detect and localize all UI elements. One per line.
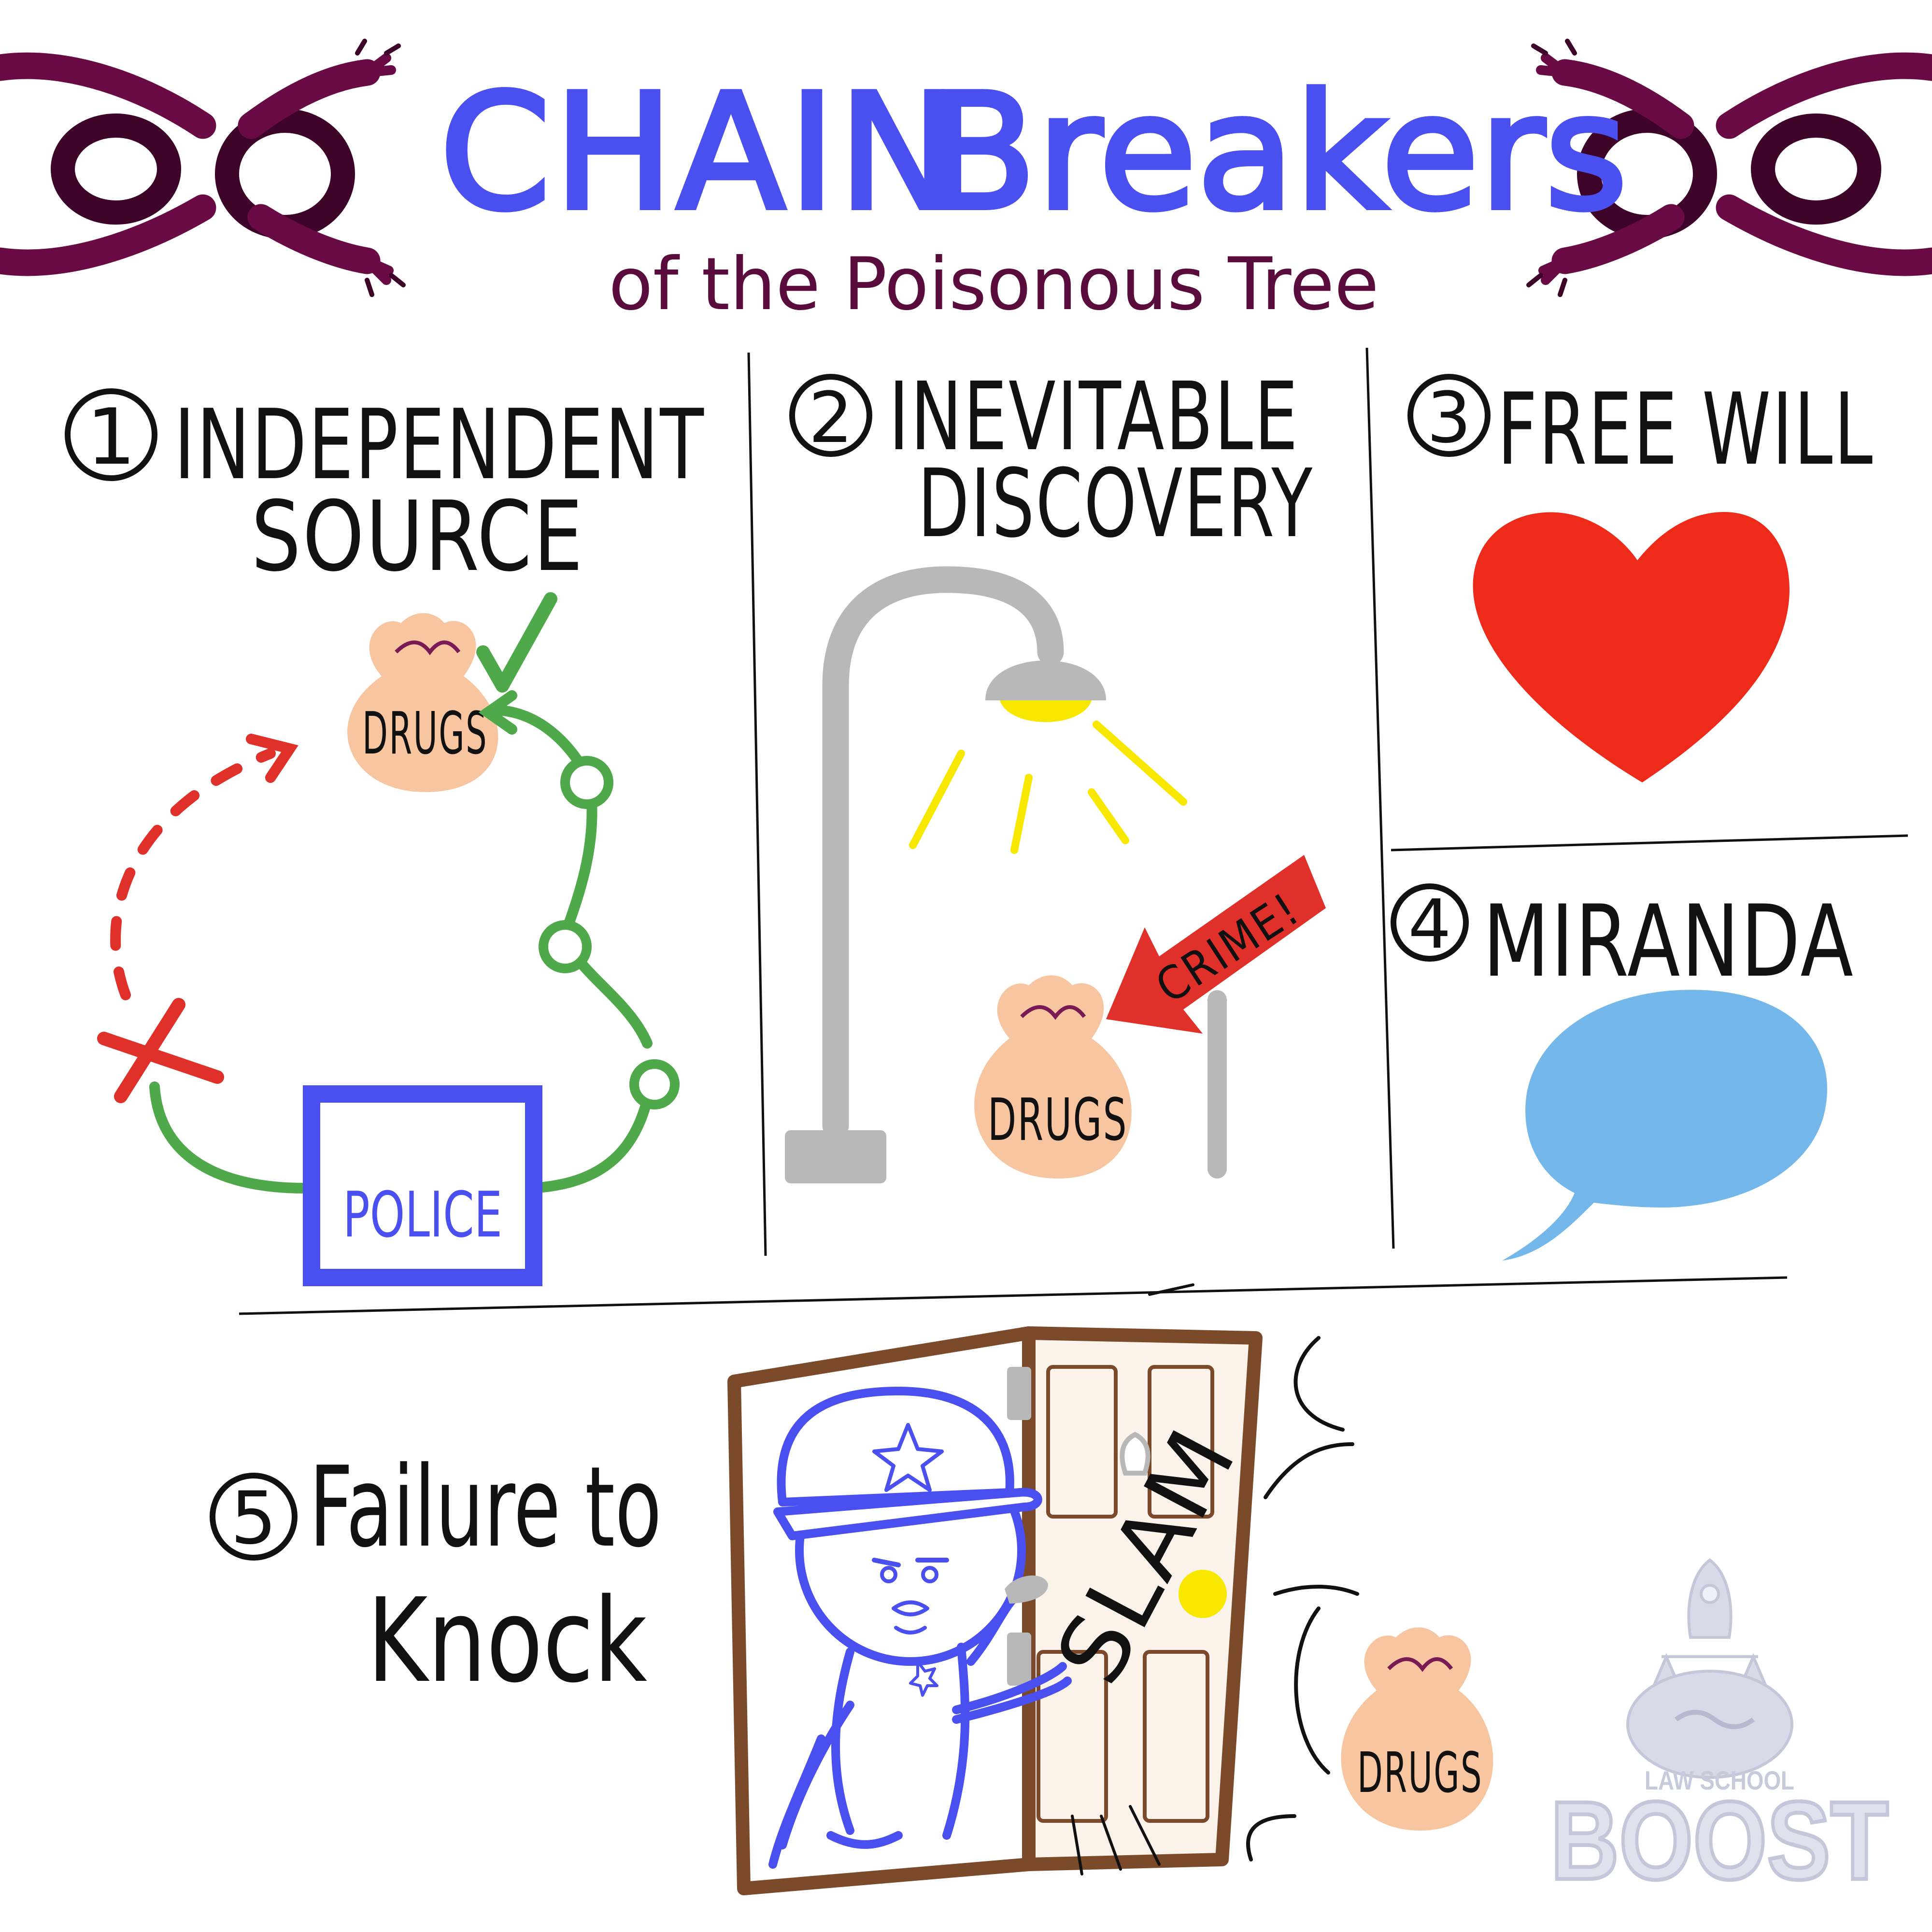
section-title-line2: SOURCE: [251, 481, 584, 593]
section-title: INEVITABLE: [889, 362, 1299, 471]
title-breakers: Breakers: [927, 60, 1628, 245]
section-free-will: 3 FREE WILL: [1407, 372, 1874, 782]
drug-bag-label: DRUGS: [362, 700, 488, 767]
section-number-circle: [65, 388, 157, 481]
section-number: 5: [230, 1477, 276, 1561]
broken-chain-icon: [1526, 39, 1932, 297]
section-failure-to-knock: 5 Failure to Knock: [210, 1283, 1493, 1895]
section-title: Failure to: [309, 1443, 662, 1572]
speech-bubble-icon: [1502, 990, 1827, 1261]
panel-dividers: [239, 347, 1908, 1315]
header: CHAIN Breakers of the Poisonous Tree: [0, 39, 1932, 327]
logo-line2: BOOST: [1550, 1778, 1889, 1903]
crime-sign-icon: CRIME!: [1106, 855, 1326, 1179]
red-dotted-arrow: [110, 734, 298, 1000]
drug-bag-icon: DRUGS: [1341, 1627, 1493, 1831]
section-title-line2: DISCOVERY: [918, 449, 1314, 558]
broken-chain-icon: [0, 39, 406, 297]
section-number: 2: [809, 377, 853, 459]
section-title: MIRANDA: [1483, 884, 1855, 999]
drug-bag-icon: DRUGS: [347, 613, 498, 792]
police-officer-icon: [768, 1387, 1072, 1869]
drug-bag-label: DRUGS: [1357, 1741, 1483, 1805]
section-independent-source: 1 INDEPENDENT SOURCE DRUGS: [65, 388, 705, 1286]
drug-bag-icon: DRUGS: [974, 975, 1132, 1179]
rocket-scale-brain-icon: [1626, 1558, 1793, 1779]
drug-bag-label: DRUGS: [988, 1087, 1128, 1154]
law-school-boost-logo: LAW SCHOOL BOOST: [1548, 1558, 1890, 1904]
section-miranda: 4 MIRANDA: [1391, 883, 1855, 1261]
checkmark-icon: [476, 592, 557, 693]
section-title: FREE WILL: [1497, 372, 1874, 487]
green-chain-node: [539, 756, 680, 1109]
section-title-line2: Knock: [367, 1573, 647, 1708]
motion-lines: [1071, 1283, 1359, 1875]
heart-icon: [1473, 512, 1790, 782]
logo-line1: LAW SCHOOL: [1645, 1765, 1794, 1795]
section-number-circle: [789, 374, 872, 457]
section-number: 4: [1408, 885, 1451, 964]
street-lamp-icon: [785, 566, 1187, 1183]
section-number-circle: [1391, 883, 1469, 962]
section-number-circle: [210, 1473, 298, 1561]
officer-hand: [1005, 1575, 1048, 1604]
x-mark-icon: [97, 998, 224, 1103]
section-title: INDEPENDENT: [174, 389, 705, 501]
section-number: 3: [1427, 377, 1471, 459]
section-number-circle: [1407, 374, 1491, 457]
title-chain: CHAIN: [440, 60, 961, 245]
police-label: POLICE: [343, 1178, 502, 1251]
subtitle: of the Poisonous Tree: [609, 242, 1379, 327]
police-box: POLICE: [303, 1085, 542, 1286]
section-inevitable-discovery: 2 INEVITABLE DISCOVERY CRIME! D: [785, 362, 1326, 1183]
green-chain-path: [149, 690, 657, 1193]
section-number: 1: [86, 392, 136, 482]
